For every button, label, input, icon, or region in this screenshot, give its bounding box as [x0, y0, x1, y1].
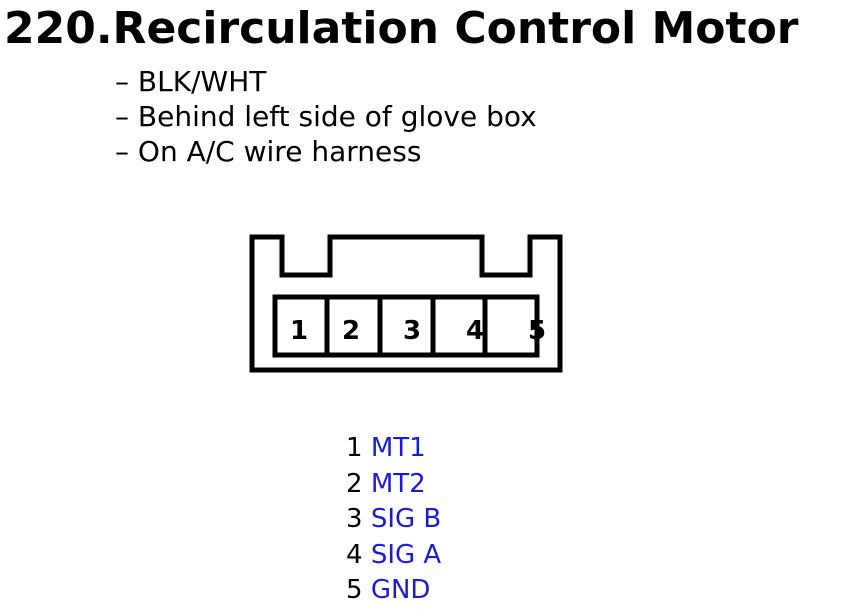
- note-color: – BLK/WHT: [115, 65, 267, 98]
- pin-signal: SIG A: [370, 539, 442, 570]
- connector-housing: [249, 234, 563, 373]
- note-harness: – On A/C wire harness: [115, 135, 422, 168]
- pin-signal: SIG B: [370, 504, 442, 534]
- pin-number: 3: [346, 504, 363, 534]
- page-title: 220.Recirculation Control Motor: [4, 3, 799, 54]
- pinout-row: 5 GND: [346, 573, 441, 609]
- pinout-row: 2 MT2: [346, 467, 441, 503]
- pin-label-2: 2: [342, 316, 360, 346]
- pin-number: 4: [346, 539, 363, 570]
- pin-number: 1: [346, 433, 363, 463]
- pin-label-5: 5: [528, 316, 546, 346]
- pin-frame: [272, 294, 540, 358]
- pinout-row: 4 SIG A: [346, 538, 441, 574]
- connector-notes: – BLK/WHT – Behind left side of glove bo…: [115, 64, 537, 169]
- pin-label-1: 1: [290, 316, 308, 346]
- pinout-row: 3 SIG B: [346, 502, 441, 538]
- pin-number: 5: [346, 575, 363, 605]
- pin-label-4: 4: [466, 316, 484, 346]
- pin-signal: MT2: [370, 468, 426, 499]
- pin-signal: MT1: [370, 433, 426, 463]
- connector-diagram: 1 2 3 4 5: [249, 234, 563, 373]
- pin-number: 2: [346, 468, 363, 499]
- pin-signal: GND: [370, 575, 431, 605]
- pinout-row: 1 MT1: [346, 431, 441, 467]
- pinout-list: 1 MT1 2 MT2 3 SIG B 4 SIG A 5 GND: [346, 431, 441, 609]
- pin-label-3: 3: [403, 316, 421, 346]
- note-location: – Behind left side of glove box: [115, 100, 537, 133]
